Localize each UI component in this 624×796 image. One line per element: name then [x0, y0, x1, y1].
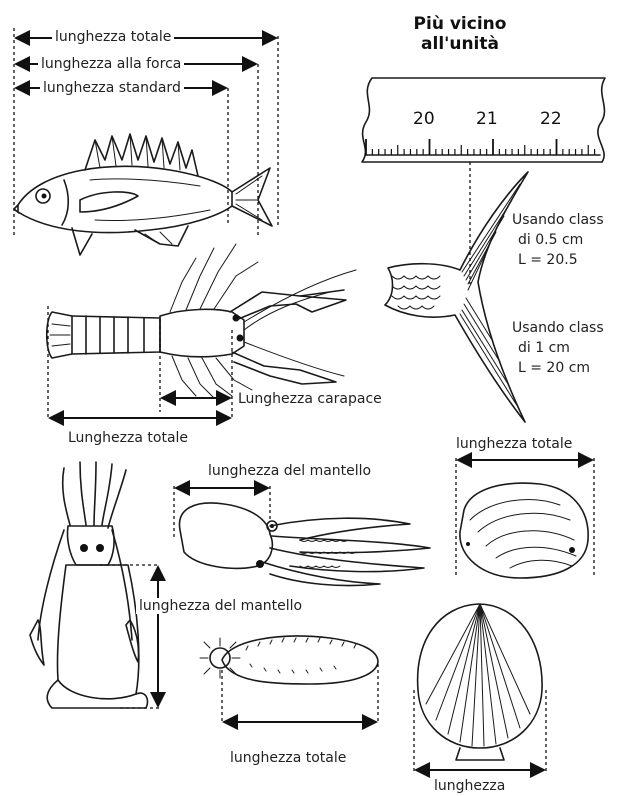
- class-half-line3: L = 20.5: [512, 250, 604, 270]
- ruler-tick-marks: [366, 139, 595, 155]
- class-one-note: Usando class di 1 cm L = 20 cm: [512, 318, 604, 378]
- squid-mantle-label: lunghezza del mantello: [136, 598, 305, 614]
- ruler-title-line1: Più vicino: [400, 14, 520, 34]
- fish-total-length-label: lunghezza totale: [52, 29, 174, 45]
- lobster-total-label: Lunghezza totale: [68, 430, 188, 446]
- lobster-drawing: [47, 244, 356, 398]
- class-half-line1: Usando class: [512, 210, 604, 230]
- sea-cucumber-drawing: [200, 636, 378, 684]
- scallop-length-label: lunghezza: [434, 778, 505, 794]
- class-one-line2: di 1 cm: [512, 338, 604, 358]
- class-one-line3: L = 20 cm: [512, 358, 604, 378]
- octopus-drawing: [179, 503, 430, 586]
- ruler-title-line2: all'unità: [400, 34, 520, 54]
- class-half-line2: di 0.5 cm: [512, 230, 604, 250]
- cucumber-total-label: lunghezza totale: [230, 750, 346, 766]
- abalone-total-label: lunghezza totale: [456, 436, 572, 452]
- scallop-drawing: [418, 604, 543, 760]
- abalone-drawing: [460, 483, 588, 578]
- fish-fork-length-label: lunghezza alla forca: [38, 56, 184, 72]
- fish-standard-length-label: lunghezza standard: [40, 80, 184, 96]
- class-one-line1: Usando class: [512, 318, 604, 338]
- ruler-tick-label-21: 21: [476, 109, 498, 129]
- octopus-mantle-label: lunghezza del mantello: [208, 463, 371, 479]
- tail-drawing: [385, 172, 528, 422]
- squid-drawing: [30, 462, 148, 708]
- fish-drawing: [14, 134, 272, 255]
- class-half-note: Usando class di 0.5 cm L = 20.5: [512, 210, 604, 270]
- lobster-carapace-label: Lunghezza carapace: [238, 391, 382, 407]
- ruler-tick-label-22: 22: [540, 109, 562, 129]
- ruler-title: Più vicino all'unità: [400, 14, 520, 54]
- ruler-tick-label-20: 20: [413, 109, 435, 129]
